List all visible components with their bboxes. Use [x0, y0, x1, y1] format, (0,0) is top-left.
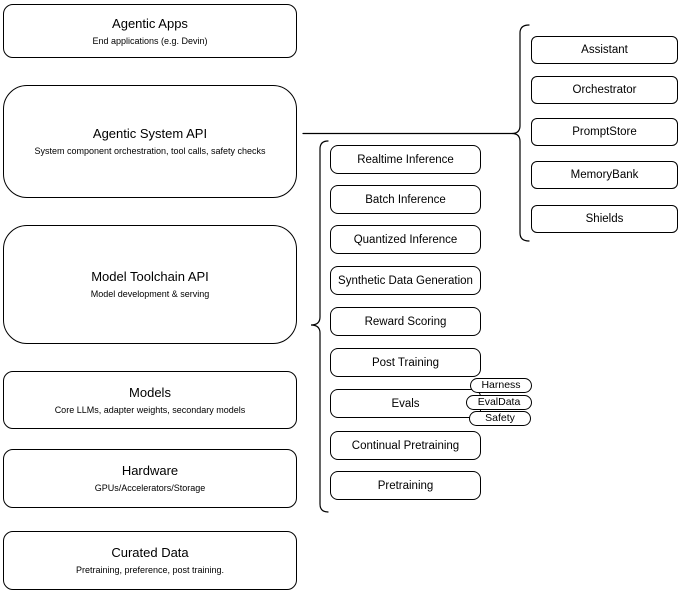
node-label: Evals [391, 397, 420, 410]
node-title: Curated Data [111, 545, 189, 560]
tag-label: Safety [485, 412, 515, 424]
node-batch-inference: Batch Inference [330, 185, 481, 214]
node-label: Post Training [371, 356, 440, 369]
node-title: Agentic System API [92, 126, 208, 141]
node-shields: Shields [531, 205, 678, 233]
node-subtitle: End applications (e.g. Devin) [92, 35, 208, 46]
node-assistant: Assistant [531, 36, 678, 64]
node-label: Orchestrator [572, 84, 637, 96]
node-hardware: Hardware GPUs/Accelerators/Storage [3, 449, 297, 508]
tag-evaldata: EvalData [466, 395, 532, 410]
node-synthetic-data-generation: Synthetic Data Generation [330, 266, 481, 295]
node-label: MemoryBank [570, 169, 639, 181]
node-label: PromptStore [572, 126, 637, 138]
node-subtitle: Model development & serving [90, 289, 210, 299]
toolchain-group-brace [310, 140, 329, 513]
node-agentic-apps: Agentic Apps End applications (e.g. Devi… [3, 4, 297, 58]
tag-label: Harness [481, 379, 521, 391]
node-label: Batch Inference [365, 193, 446, 206]
node-models: Models Core LLMs, adapter weights, secon… [3, 371, 297, 429]
node-subtitle: System component orchestration, tool cal… [34, 146, 266, 156]
tag-label: EvalData [477, 396, 521, 408]
node-post-training: Post Training [330, 348, 481, 377]
node-title: Model Toolchain API [91, 269, 209, 284]
node-label: Quantized Inference [353, 233, 458, 246]
system-group-brace [511, 24, 530, 242]
node-agentic-system-api: Agentic System API System component orch… [3, 85, 297, 198]
node-label: Continual Pretraining [351, 439, 460, 452]
node-evals: Evals [330, 389, 481, 418]
node-subtitle: Pretraining, preference, post training. [75, 565, 225, 575]
node-realtime-inference: Realtime Inference [330, 145, 481, 174]
node-subtitle: Core LLMs, adapter weights, secondary mo… [54, 404, 246, 415]
node-label: Shields [585, 213, 624, 225]
node-label: Reward Scoring [364, 315, 447, 328]
node-orchestrator: Orchestrator [531, 76, 678, 104]
node-reward-scoring: Reward Scoring [330, 307, 481, 336]
node-title: Models [129, 384, 171, 400]
node-label: Realtime Inference [357, 153, 454, 166]
node-title: Hardware [121, 463, 179, 478]
node-label: Synthetic Data Generation [338, 274, 473, 287]
tag-safety: Safety [469, 411, 531, 426]
node-quantized-inference: Quantized Inference [330, 225, 481, 254]
node-curated-data: Curated Data Pretraining, preference, po… [3, 531, 297, 590]
node-label: Assistant [581, 44, 628, 56]
node-memorybank: MemoryBank [531, 161, 678, 189]
node-model-toolchain-api: Model Toolchain API Model development & … [3, 225, 297, 344]
node-continual-pretraining: Continual Pretraining [330, 431, 481, 460]
node-pretraining: Pretraining [330, 471, 481, 500]
node-title: Agentic Apps [112, 15, 188, 31]
node-subtitle: GPUs/Accelerators/Storage [94, 483, 206, 493]
tag-harness: Harness [470, 378, 532, 393]
node-promptstore: PromptStore [531, 118, 678, 146]
node-label: Pretraining [377, 479, 434, 492]
